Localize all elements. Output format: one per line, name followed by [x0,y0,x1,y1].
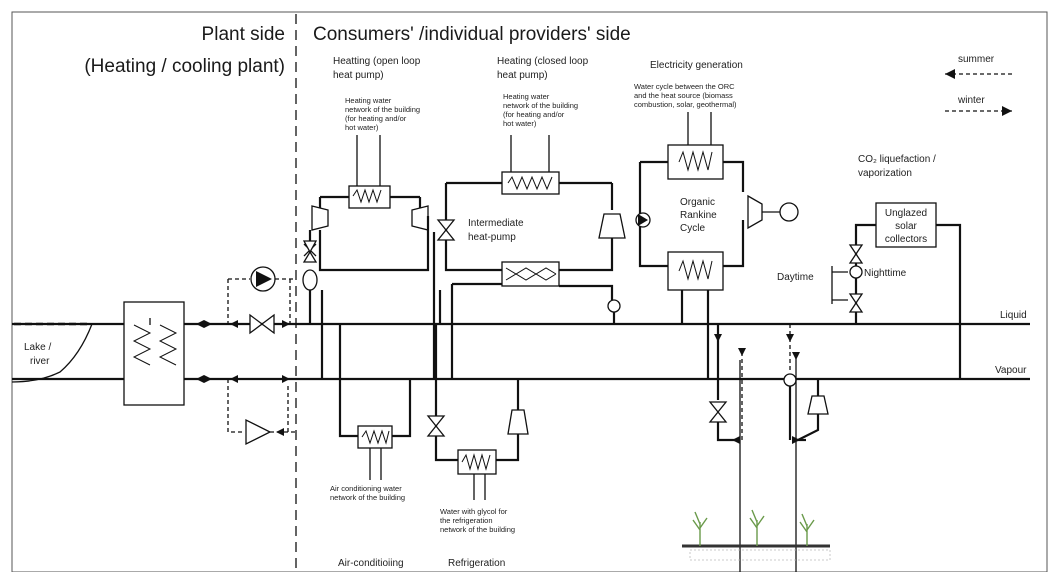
closed-note-1: Heating water [503,92,550,101]
section-refrigeration: Water with glycol for the refrigeration … [426,324,529,569]
pump-icon [783,373,797,387]
glycol-note-3: network of the building [440,525,515,534]
section-ground [682,324,831,572]
liquid-label: Liquid [1000,310,1027,321]
compressor-icon [411,205,429,231]
orc-note-1: Water cycle between the ORC [634,82,735,91]
compressor-icon [245,418,272,446]
valve-icon [436,219,456,241]
orc-label-3: Cycle [680,223,705,234]
plant-side-subtitle: (Heating / cooling plant) [84,56,285,77]
solar-label-2: solar [895,221,917,232]
valve-icon [426,415,446,437]
hp-open-title-2: heat pump) [333,70,384,81]
intermediate-label-2: heat-pump [468,232,516,243]
open-note-3: (for heating and/or [345,114,407,123]
air-note-1: Air conditioning water [330,484,402,493]
diagram-border [11,11,1048,572]
plant-pump [200,266,296,446]
hp-closed-title-2: heat pump) [497,70,548,81]
turbine-icon [747,194,763,230]
electricity-title: Electricity generation [650,60,743,71]
closed-note-2: network of the building [503,101,578,110]
heat-exchanger-icon [123,301,185,406]
plant-icon [692,509,815,546]
valve-icon [249,313,275,335]
intermediate-label-1: Intermediate [468,218,524,229]
flow-arrows-main [714,334,800,360]
arrow-icon [1002,106,1012,116]
plant-side-title: Plant side [202,24,285,45]
open-note-2: network of the building [345,105,420,114]
pump-icon [849,265,863,279]
hp-open-title: Heatting (open loop [333,56,421,67]
solar-label-1: Unglazed [885,208,927,219]
section-electricity: Electricity generation Water cycle betwe… [634,60,799,379]
co2-title-2: vaporization [858,168,912,179]
flow-arrows [196,320,290,436]
legend-winter: winter [957,95,985,106]
daytime-label: Daytime [777,272,814,283]
lake-river: Lake / river [11,322,93,383]
separator-icon [302,269,318,291]
arrow-icon [945,69,955,79]
glycol-note-1: Water with glycol for [440,507,508,516]
air-cond-title: Air-conditioiing [338,558,404,569]
section-air-conditioning: Air conditioning water network of the bu… [330,324,412,569]
orc-note-2: and the heat source (biomass [634,91,733,100]
section-co2: CO₂ liquefaction / vaporization Unglazed… [777,154,962,379]
solar-label-3: collectors [885,234,927,245]
orc-note-3: combustion, solar, geothermal) [634,100,737,109]
valve-icon [848,293,864,313]
refrig-title: Refrigeration [448,558,505,569]
river-label: river [30,356,50,367]
closed-note-4: hot water) [503,119,537,128]
generator-icon [779,202,799,222]
nighttime-label: Nighttime [864,268,907,279]
heat-exchanger-icon [348,185,391,209]
open-note-4: hot water) [345,123,379,132]
consumer-side-title: Consumers' /individual providers' side [313,24,631,45]
open-note-1: Heating water [345,96,392,105]
co2-title: CO₂ liquefaction / [858,154,936,165]
section-closed-loop-hp: Heating (closed loop heat pump) Heating … [436,56,626,379]
solar-collectors [875,202,937,248]
section-open-loop-hp: Heatting (open loop heat pump) Heating w… [302,56,436,379]
compressor-icon [807,395,829,415]
compressor-icon [311,205,329,231]
valve-icon [848,244,864,264]
lake-label: Lake / [24,342,51,353]
orc-label-1: Organic [680,197,715,208]
pump-icon [607,299,621,313]
closed-note-3: (for heating and/or [503,110,565,119]
heat-exchanger-icon [457,449,497,475]
heat-exchanger-icon [501,261,560,287]
heat-exchanger-icon [357,425,393,449]
legend: summer winter [945,54,1012,116]
vapour-label: Vapour [995,365,1027,376]
air-note-2: network of the building [330,493,405,502]
heat-exchanger-icon [501,171,560,195]
orc-label-2: Rankine [680,210,717,221]
legend-summer: summer [958,54,995,65]
hp-closed-title: Heating (closed loop [497,56,589,67]
compressor-icon [507,409,529,435]
compressor-icon [598,213,626,239]
glycol-note-2: the refrigeration [440,516,493,525]
valve-icon [708,401,728,423]
